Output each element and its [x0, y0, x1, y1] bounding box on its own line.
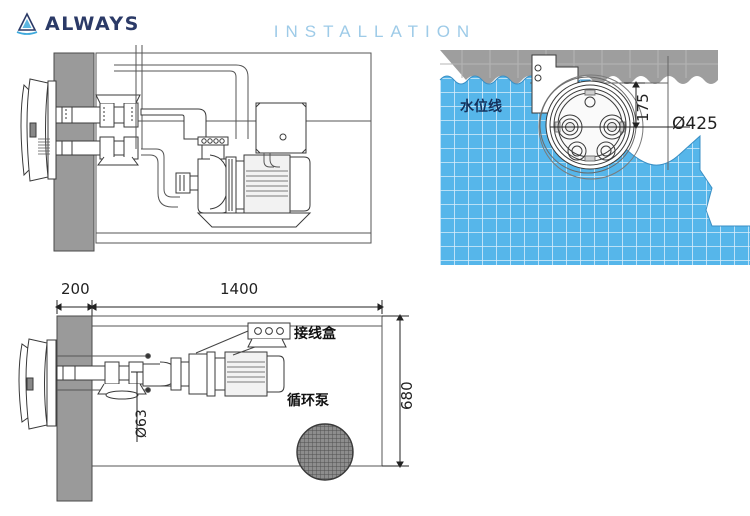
- dimension-1400-label: 1400: [220, 280, 259, 298]
- wall-plan: [56, 315, 93, 502]
- junction-box-plan: [247, 322, 291, 348]
- triangle-logo-icon: [16, 12, 38, 35]
- water-line-label: 水位线: [460, 99, 502, 115]
- view-pool-front: 水位线 175 Ø425: [439, 50, 750, 265]
- dimension-1400: [90, 300, 384, 314]
- drain-grate: [296, 423, 354, 481]
- dimension-680-label: 680: [398, 381, 416, 410]
- junction-box: [255, 102, 307, 154]
- view-side-section: [0, 45, 390, 280]
- dimension-680: [382, 314, 409, 468]
- view-plan-top: 200 1400 680 Ø63 接线盒 循环泵: [0, 280, 430, 516]
- brand-name: ALWAYS: [45, 13, 140, 35]
- dimension-175-label: 175: [634, 93, 652, 122]
- dimension-200: [55, 300, 94, 316]
- dimension-63-label: Ø63: [134, 409, 150, 438]
- pump-assembly: [196, 136, 312, 228]
- dimension-200-label: 200: [61, 280, 90, 298]
- dimension-63: [131, 371, 143, 442]
- circulation-pump-label: 循环泵: [287, 393, 329, 409]
- pool-coping: [440, 50, 718, 84]
- page-title: INSTALLATION: [273, 22, 477, 41]
- pump-plan: [188, 351, 285, 397]
- junction-box-label: 接线盒: [294, 326, 336, 342]
- brand-logo: ALWAYS: [14, 10, 139, 38]
- dimension-425-label: Ø425: [672, 114, 718, 134]
